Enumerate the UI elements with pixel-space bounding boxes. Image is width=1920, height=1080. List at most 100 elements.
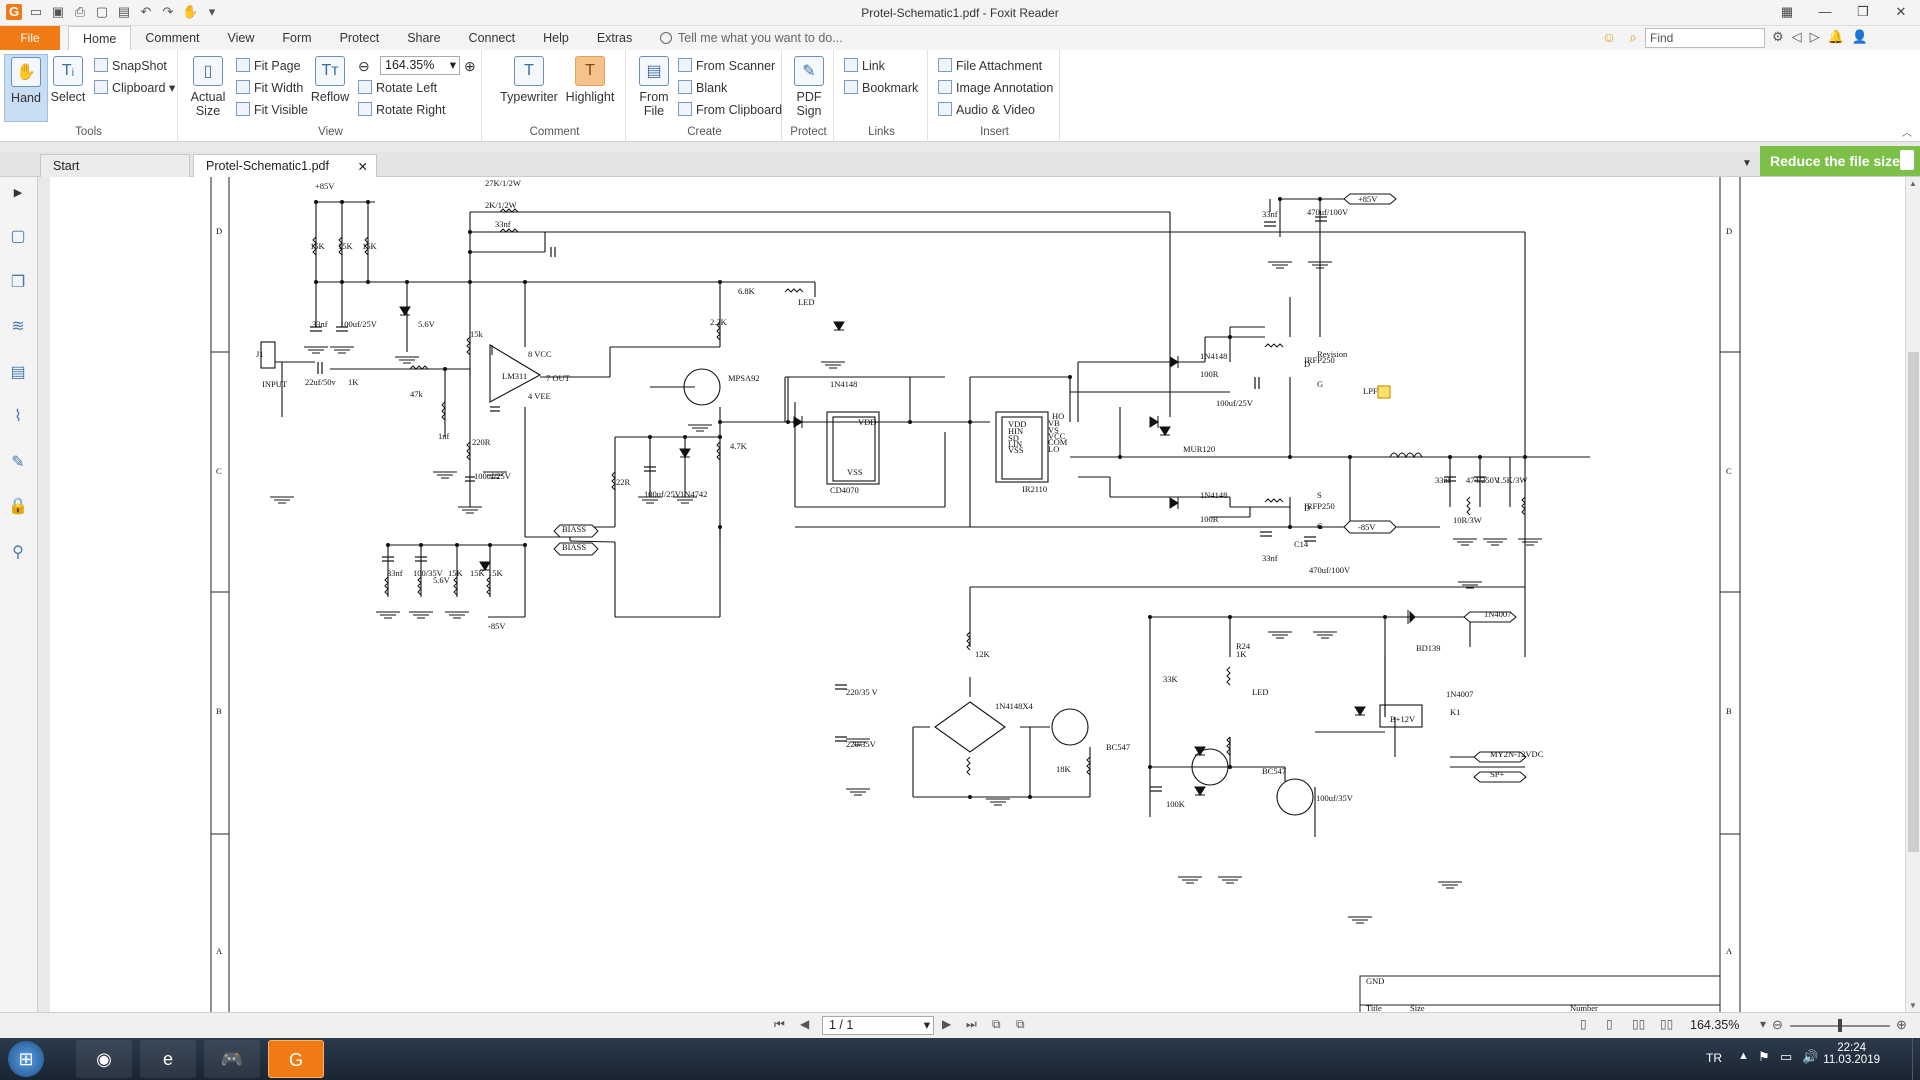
security-lock-icon[interactable]: 🔒 xyxy=(8,498,28,515)
next-view-icon[interactable]: ⧉ xyxy=(1016,1017,1025,1031)
chrome-icon[interactable]: ◉ xyxy=(76,1040,132,1078)
tab-start[interactable]: Start xyxy=(40,154,190,177)
show-hidden-icons[interactable]: ▲ xyxy=(1738,1050,1749,1062)
fit-visible-button[interactable]: Fit Visible xyxy=(236,100,308,120)
reduce-file-size-banner[interactable]: Reduce the file size xyxy=(1760,146,1920,176)
zoom-slider-thumb[interactable] xyxy=(1838,1019,1842,1032)
screen-icon[interactable]: ▢ xyxy=(95,4,109,19)
hand-tool-icon[interactable]: ✋ xyxy=(182,4,199,19)
edge-icon[interactable]: e xyxy=(140,1040,196,1078)
volume-icon[interactable]: 🔊 xyxy=(1802,1049,1819,1064)
status-zoom-out-icon[interactable]: ⊖ xyxy=(1772,1017,1783,1032)
tab-list-dropdown-icon[interactable]: ▼ xyxy=(1742,158,1752,169)
collapse-ribbon-icon[interactable]: ︿ xyxy=(1902,128,1912,139)
single-page-icon[interactable]: ▯ xyxy=(1580,1017,1587,1031)
fit-width-button[interactable]: Fit Width xyxy=(236,78,303,98)
select-button[interactable]: Tᵢ Select xyxy=(46,54,90,104)
user-icon[interactable]: 👤 xyxy=(1851,29,1869,44)
tab-home[interactable]: Home xyxy=(68,26,132,50)
zoom-in-button[interactable]: ⊕ xyxy=(464,56,476,76)
file-menu[interactable]: File xyxy=(0,26,60,50)
from-clipboard-button[interactable]: From Clipboard xyxy=(678,100,782,120)
page-number-input[interactable]: 1 / 1▾ xyxy=(822,1016,934,1035)
input-language[interactable]: TR xyxy=(1706,1051,1722,1065)
tab-extras[interactable]: Extras xyxy=(596,31,633,45)
continuous-icon[interactable]: ▯ xyxy=(1606,1017,1613,1031)
tab-view[interactable]: View xyxy=(227,31,255,45)
file-attachment-button[interactable]: File Attachment xyxy=(938,56,1042,76)
blank-button[interactable]: Blank xyxy=(678,78,727,98)
find-input[interactable]: Find xyxy=(1645,28,1765,48)
minimize-button[interactable]: — xyxy=(1818,4,1832,19)
flag-icon[interactable]: ⚑ xyxy=(1758,1049,1770,1064)
tab-protect[interactable]: Protect xyxy=(339,31,380,45)
highlight-button[interactable]: T Highlight xyxy=(564,54,616,104)
search-tool-icon[interactable]: ⚲ xyxy=(12,544,24,561)
close-tab-icon[interactable]: ✕ xyxy=(357,160,368,174)
ribbon-display-icon[interactable]: ▦ xyxy=(1780,4,1794,19)
link-button[interactable]: Link xyxy=(844,56,885,76)
restore-button[interactable]: ❐ xyxy=(1857,4,1869,19)
print-icon[interactable]: ⎙ xyxy=(74,4,86,19)
typewriter-button[interactable]: T Typewriter xyxy=(498,54,560,104)
forward-icon[interactable]: ▷ xyxy=(1809,29,1820,44)
windows-start-icon[interactable]: ⊞ xyxy=(8,1041,44,1077)
settings-icon[interactable]: ⚙ xyxy=(1772,29,1784,44)
zoom-dropdown-icon[interactable]: ▾ xyxy=(1760,1017,1767,1031)
scrollbar-thumb[interactable] xyxy=(1908,352,1919,852)
from-scanner-button[interactable]: From Scanner xyxy=(678,56,775,76)
back-icon[interactable]: ◁ xyxy=(1791,29,1802,44)
previous-page-icon[interactable]: ◀ xyxy=(800,1017,810,1031)
tab-help[interactable]: Help xyxy=(543,31,569,45)
next-page-icon[interactable]: ▶ xyxy=(942,1017,952,1031)
bookmark-button[interactable]: Bookmark xyxy=(844,78,918,98)
reflow-button[interactable]: Tт Reflow xyxy=(308,54,352,104)
attachment-panel-icon[interactable]: ⌇ xyxy=(14,408,22,425)
page-thumbnail-icon[interactable]: ▢ xyxy=(10,228,26,245)
new-icon[interactable]: ▤ xyxy=(117,4,131,19)
signature-panel-icon[interactable]: ✎ xyxy=(11,454,25,471)
previous-view-icon[interactable]: ⧉ xyxy=(992,1017,1001,1031)
network-icon[interactable]: ▭ xyxy=(1780,1049,1793,1064)
tab-connect[interactable]: Connect xyxy=(468,31,516,45)
gamepad-icon[interactable]: 🎮 xyxy=(204,1040,260,1078)
last-page-icon[interactable]: ⏭ xyxy=(966,1017,977,1031)
redo-icon[interactable]: ↷ xyxy=(162,4,174,19)
tab-document[interactable]: Protel-Schematic1.pdf ✕ xyxy=(193,154,377,177)
undo-icon[interactable]: ↶ xyxy=(140,4,152,19)
tell-me-search[interactable]: Tell me what you want to do... xyxy=(660,31,843,45)
save-icon[interactable]: ▣ xyxy=(51,4,65,19)
hand-button[interactable]: ✋ Hand xyxy=(4,54,48,122)
expand-panel-icon[interactable]: ▶ xyxy=(13,187,23,199)
image-annotation-button[interactable]: Image Annotation xyxy=(938,78,1053,98)
continuous-facing-icon[interactable]: ▯▯ xyxy=(1660,1017,1674,1031)
notification-icon[interactable]: 🔔 xyxy=(1827,29,1844,44)
close-button[interactable]: ✕ xyxy=(1895,4,1907,19)
find-folder-icon[interactable]: ⌕ xyxy=(1629,29,1637,45)
snapshot-button[interactable]: SnapShot xyxy=(94,56,167,76)
audio-video-button[interactable]: Audio & Video xyxy=(938,100,1035,120)
zoom-select[interactable]: 164.35% ▾ xyxy=(380,56,460,75)
clock[interactable]: 22:24 11.03.2019 xyxy=(1823,1042,1880,1066)
rotate-left-button[interactable]: Rotate Left xyxy=(358,78,437,98)
tab-share[interactable]: Share xyxy=(407,31,441,45)
rotate-right-button[interactable]: Rotate Right xyxy=(358,100,445,120)
status-zoom-in-icon[interactable]: ⊕ xyxy=(1896,1017,1907,1032)
open-icon[interactable]: ▭ xyxy=(29,4,43,19)
scroll-down-icon[interactable]: ▼ xyxy=(1909,1001,1917,1010)
show-desktop-button[interactable] xyxy=(1912,1038,1920,1080)
vertical-scrollbar[interactable]: ▲ ▼ xyxy=(1905,177,1920,1012)
customize-icon[interactable]: ▾ xyxy=(208,4,216,19)
comments-icon[interactable]: ▤ xyxy=(10,364,26,381)
pages-icon[interactable]: ❐ xyxy=(10,274,26,291)
fit-page-button[interactable]: Fit Page xyxy=(236,56,301,76)
scroll-up-icon[interactable]: ▲ xyxy=(1909,179,1917,188)
tab-comment[interactable]: Comment xyxy=(145,31,200,45)
zoom-out-button[interactable]: ⊖ xyxy=(358,56,370,76)
clipboard-button[interactable]: Clipboard ▾ xyxy=(94,78,175,98)
layers-icon[interactable]: ≋ xyxy=(11,318,25,335)
